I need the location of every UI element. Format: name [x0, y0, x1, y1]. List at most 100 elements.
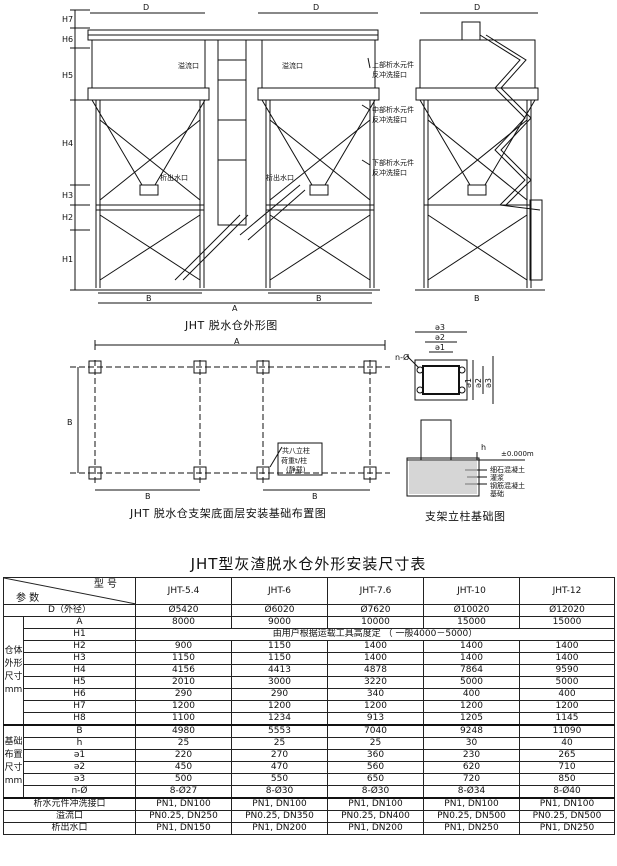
table-cell: 650: [327, 773, 424, 786]
detail-dim-a1: ə1: [435, 343, 445, 352]
table-cell: PN0.25, DN400: [327, 810, 424, 823]
detail-dim-h: h: [481, 443, 486, 452]
detail-legend-2: 灌浆: [490, 473, 504, 482]
detail-level: ±0.000m: [501, 450, 534, 458]
label-upper-backwash-1: 上部析水元件: [372, 60, 414, 69]
table-cell: 8000: [135, 616, 232, 629]
detail-dim-a2: ə2: [435, 333, 445, 342]
table-cell: 560: [327, 761, 424, 774]
column-detail-caption: 支架立柱基础图: [425, 510, 506, 523]
row-label: H5: [23, 676, 136, 689]
header-corner: 型 号 参 数: [3, 577, 136, 605]
detail-legend-3: 钢筋混凝土: [490, 481, 525, 490]
row-label: H1: [23, 628, 136, 641]
table-cell: 30: [423, 737, 520, 750]
table-cell: 900: [135, 640, 232, 653]
table-cell: 1400: [327, 640, 424, 653]
row-label: H4: [23, 664, 136, 677]
table-cell: 1200: [135, 700, 232, 713]
table-cell: 9000: [231, 616, 328, 629]
table-cell: 1400: [423, 640, 520, 653]
table-cell: 400: [423, 688, 520, 701]
column-detail-drawing: ə3 ə2 ə1 n-Ø ə1 ə2 ə3 h ±0.000m 细石混凝土 灌浆…: [395, 323, 534, 498]
table-cell: 450: [135, 761, 232, 774]
table-cell: PN1, DN100: [135, 797, 232, 811]
row-label: h: [23, 737, 136, 750]
table-cell: 1150: [231, 640, 328, 653]
table-cell: PN1, DN100: [231, 797, 328, 811]
row-label: ə3: [23, 773, 136, 786]
table-cell: 1145: [519, 712, 615, 726]
group-label-foundation: 基础布置尺寸mm: [3, 724, 24, 799]
dim-D-left: D: [143, 3, 149, 12]
table-cell: 10000: [327, 616, 424, 629]
row-label: 析出水口: [3, 822, 136, 835]
table-cell: PN0.25, DN250: [135, 810, 232, 823]
detail-dim-a3: ə3: [435, 323, 445, 332]
layout-note-3: (静载): [286, 465, 306, 474]
table-cell: 9590: [519, 664, 615, 677]
table-cell: 8-Ø30: [327, 785, 424, 799]
row-label: A: [23, 616, 136, 629]
table-cell: PN1, DN250: [423, 822, 520, 835]
detail-legend-4: 基础: [490, 489, 504, 498]
label-outlet-right: 析出水口: [266, 173, 294, 182]
row-label: B: [23, 724, 136, 738]
table-cell: 4878: [327, 664, 424, 677]
row-label: H3: [23, 652, 136, 665]
detail-dim-a1-side: ə1: [464, 378, 473, 388]
model-header: JHT-5.4: [135, 577, 232, 605]
table-cell: 710: [519, 761, 615, 774]
table-cell: 15000: [423, 616, 520, 629]
table-cell: 1400: [327, 652, 424, 665]
model-header: JHT-10: [423, 577, 520, 605]
table-cell: 25: [327, 737, 424, 750]
elevation-drawing: D D D H7 H6 H5 H4 H3 H2 H1 B B A B 溢流口 溢…: [62, 3, 545, 313]
table-cell: 4980: [135, 724, 232, 738]
table-cell: PN1, DN100: [327, 797, 424, 811]
spec-table: 型 号 参 数 JHT-5.4 JHT-6 JHT-7.6 JHT-10 JHT…: [3, 577, 615, 835]
dim-D-side: D: [474, 3, 480, 12]
table-cell: 2010: [135, 676, 232, 689]
table-cell: PN1, DN200: [327, 822, 424, 835]
row-label-D: D（外径）: [3, 604, 136, 617]
table-cell: PN0.25, DN500: [423, 810, 520, 823]
layout-dim-A: A: [234, 337, 240, 346]
table-cell: 270: [231, 749, 328, 762]
detail-legend-1: 细石混凝土: [490, 465, 525, 474]
table-cell: 8-Ø40: [519, 785, 615, 799]
table-cell: 4413: [231, 664, 328, 677]
detail-dim-a2-side: ə2: [474, 378, 483, 388]
table-cell: 1400: [519, 640, 615, 653]
dim-H3: H3: [62, 191, 73, 200]
table-cell: 1200: [519, 700, 615, 713]
layout-dim-B-right: B: [312, 492, 318, 501]
table-cell: 290: [135, 688, 232, 701]
table-cell: PN1, DN150: [135, 822, 232, 835]
label-lower-backwash-2: 反冲洗接口: [372, 168, 407, 177]
dim-B-side: B: [474, 294, 480, 303]
dim-A: A: [232, 304, 238, 313]
table-title: JHT型灰渣脱水仓外形安装尺寸表: [190, 555, 427, 573]
label-overflow: 溢流口: [178, 61, 199, 70]
table-cell: 5553: [231, 724, 328, 738]
table-cell: 230: [423, 749, 520, 762]
table-cell: 7040: [327, 724, 424, 738]
foundation-layout-drawing: A B B B 共八立柱 荷重t/柱 (静载): [67, 337, 390, 501]
table-cell: 500: [135, 773, 232, 786]
model-header: JHT-6: [231, 577, 328, 605]
table-cell: 850: [519, 773, 615, 786]
table-cell: 3000: [231, 676, 328, 689]
table-cell: 1400: [519, 652, 615, 665]
header-model-word: 型 号: [93, 579, 117, 590]
table-cell: 7864: [423, 664, 520, 677]
layout-note-1: 共八立柱: [282, 446, 310, 455]
table-cell: 5000: [423, 676, 520, 689]
table-cell: 290: [231, 688, 328, 701]
layout-note-2: 荷重t/柱: [281, 456, 307, 465]
label-middle-backwash-1: 中部析水元件: [372, 105, 414, 114]
table-cell: Ø6020: [231, 604, 328, 617]
table-cell: Ø7620: [327, 604, 424, 617]
table-cell: PN1, DN100: [519, 797, 615, 811]
h1-merged-cell: 由用户根据运载工具高度定 （ 一般4000－5000）: [135, 628, 615, 641]
